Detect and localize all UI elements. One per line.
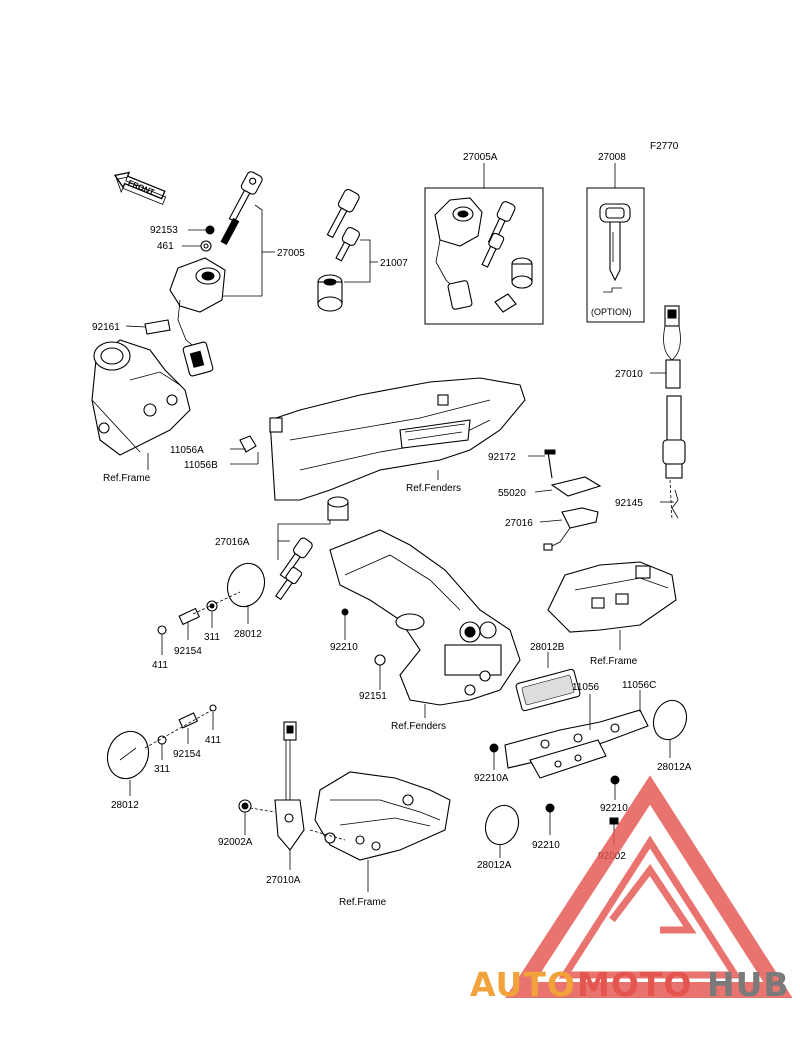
callout-311-lower: 311 bbox=[154, 764, 170, 775]
callout-27016: 27016 bbox=[505, 518, 533, 529]
callout-27005: 27005 bbox=[277, 248, 305, 259]
callout-11056a: 11056A bbox=[170, 445, 204, 456]
ref-fenders-lower: Ref.Fenders bbox=[391, 721, 446, 732]
callout-92153: 92153 bbox=[150, 225, 178, 236]
callout-28012a-right: 28012A bbox=[657, 762, 692, 773]
callout-28012-upper: 28012 bbox=[234, 629, 262, 640]
callout-461: 461 bbox=[157, 241, 174, 252]
rear-frame-assembly bbox=[230, 377, 526, 601]
ignition-set-box bbox=[424, 163, 544, 325]
ref-frame-lower: Ref.Frame bbox=[339, 897, 387, 908]
option-label: (OPTION) bbox=[591, 307, 632, 317]
figure-code: F2770 bbox=[650, 141, 679, 152]
ref-frame-upper: Ref.Frame bbox=[103, 473, 151, 484]
callout-28012a-lower: 28012A bbox=[477, 860, 512, 871]
callout-411-upper: 411 bbox=[152, 660, 168, 671]
callout-92161: 92161 bbox=[92, 322, 120, 333]
lock-cylinder-group bbox=[317, 188, 378, 312]
callout-92172: 92172 bbox=[488, 452, 516, 463]
watermark-logo bbox=[505, 775, 793, 998]
ignition-switch-group bbox=[91, 171, 275, 470]
callout-11056: 11056 bbox=[572, 682, 600, 693]
ref-frame-right: Ref.Frame bbox=[590, 656, 638, 667]
watermark-auto: AUTO bbox=[470, 965, 576, 1004]
callout-92210-lower: 92210 bbox=[532, 840, 560, 851]
callout-11056b: 11056B bbox=[184, 460, 218, 471]
callout-28012-lower: 28012 bbox=[111, 800, 139, 811]
callout-92210-center: 92210 bbox=[330, 642, 358, 653]
watermark-moto: MOTO bbox=[577, 965, 692, 1004]
seat-lock-group bbox=[528, 449, 677, 650]
callout-27008: 27008 bbox=[598, 152, 626, 163]
front-arrow-icon: FRONT bbox=[113, 171, 167, 205]
watermark-wordmark: AUTO MOTO HUB bbox=[470, 965, 790, 1004]
callout-27005a: 27005A bbox=[463, 152, 498, 163]
watermark-hub: HUB bbox=[707, 965, 790, 1004]
callout-92210a: 92210A bbox=[474, 773, 509, 784]
option-key-box: (OPTION) bbox=[586, 163, 645, 323]
reflector-left-upper bbox=[157, 562, 266, 655]
callout-21007: 21007 bbox=[380, 258, 408, 269]
callout-92002a: 92002A bbox=[218, 837, 253, 848]
callout-55020: 55020 bbox=[498, 488, 526, 499]
reflector-left-lower bbox=[106, 704, 217, 796]
callout-311-upper: 311 bbox=[204, 632, 220, 643]
callout-11056c: 11056C bbox=[622, 680, 656, 691]
callout-92210-right: 92210 bbox=[600, 803, 628, 814]
license-bracket bbox=[484, 690, 688, 858]
callout-92154-upper: 92154 bbox=[174, 646, 202, 657]
callout-28012b: 28012B bbox=[530, 642, 565, 653]
side-stand-switch bbox=[238, 721, 451, 892]
rear-fender-assembly bbox=[329, 529, 581, 718]
callout-27010: 27010 bbox=[615, 369, 643, 380]
switch-27010 bbox=[650, 305, 686, 521]
callout-92145: 92145 bbox=[615, 498, 643, 509]
callout-27016a: 27016A bbox=[215, 537, 250, 548]
ref-fenders-upper: Ref.Fenders bbox=[406, 483, 461, 494]
callout-411-lower: 411 bbox=[205, 735, 221, 746]
callout-92154-lower: 92154 bbox=[173, 749, 201, 760]
callout-92151: 92151 bbox=[359, 691, 387, 702]
callout-27010a: 27010A bbox=[266, 875, 301, 886]
